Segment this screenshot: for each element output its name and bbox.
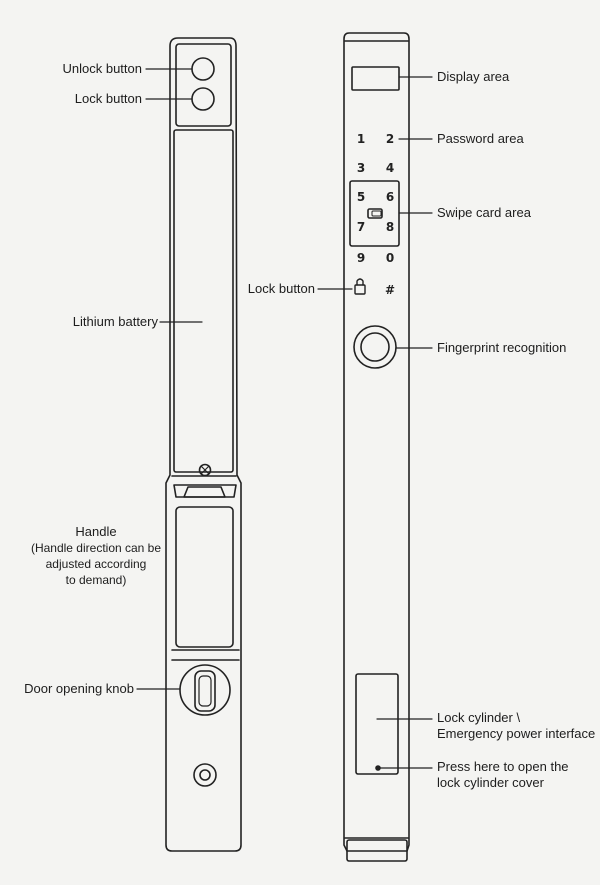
label-lock-cylinder-1: Lock cylinder \ bbox=[437, 710, 521, 725]
label-unlock-button: Unlock button bbox=[62, 61, 143, 76]
label-door-opening-knob: Door opening knob bbox=[24, 681, 134, 696]
inner-panel-outline bbox=[165, 37, 242, 852]
lock-button-circle bbox=[191, 87, 215, 111]
key-4: 4 bbox=[385, 161, 395, 175]
lock-icon-shackle bbox=[356, 278, 364, 286]
key-5: 5 bbox=[356, 190, 366, 204]
knob-grip-inner bbox=[198, 675, 212, 707]
lock-icon-body bbox=[354, 284, 366, 295]
key-6: 6 bbox=[385, 190, 395, 204]
label-handle-title: Handle bbox=[75, 524, 117, 539]
button-plate bbox=[175, 43, 232, 127]
label-lock-button-left: Lock button bbox=[74, 91, 142, 106]
label-press-here: Press here to open the lock cylinder cov… bbox=[437, 759, 569, 791]
handle-connector bbox=[171, 649, 240, 661]
display-window bbox=[351, 66, 400, 91]
fingerprint-ring bbox=[353, 325, 397, 369]
knob-grip bbox=[194, 670, 216, 712]
handle-neck-inner bbox=[183, 486, 226, 498]
outer-panel-inner-edge bbox=[344, 40, 409, 839]
label-press-here-1: Press here to open the bbox=[437, 759, 569, 774]
outer-panel-outline bbox=[343, 32, 410, 852]
label-handle: Handle (Handle direction can be adjusted… bbox=[12, 524, 180, 588]
card-reader-icon bbox=[367, 208, 383, 219]
key-2: 2 bbox=[385, 132, 395, 146]
outer-panel bbox=[343, 32, 410, 862]
label-display-area: Display area bbox=[437, 69, 510, 84]
key-3: 3 bbox=[356, 161, 366, 175]
keyhole-outer bbox=[193, 763, 217, 787]
key-7: 7 bbox=[356, 220, 366, 234]
label-lock-cylinder-2: Emergency power interface bbox=[437, 726, 596, 741]
label-lithium-battery: Lithium battery bbox=[72, 314, 158, 329]
outer-panel-base bbox=[346, 839, 408, 862]
label-handle-note-1: (Handle direction can be bbox=[30, 541, 162, 555]
label-password-area: Password area bbox=[437, 131, 524, 146]
key-0: 0 bbox=[385, 251, 395, 265]
card-reader-icon-inner bbox=[371, 210, 382, 217]
battery-screw-slot bbox=[200, 465, 210, 475]
label-lock-cylinder: Lock cylinder \ Emergency power interfac… bbox=[437, 710, 595, 742]
battery-compartment bbox=[173, 129, 234, 473]
label-handle-note-2: adjusted according bbox=[45, 557, 147, 571]
cylinder-cover bbox=[355, 673, 399, 775]
unlock-button-circle bbox=[191, 57, 215, 81]
label-lock-button-right: Lock button bbox=[247, 281, 315, 296]
label-handle-note-3: to demand) bbox=[65, 573, 127, 587]
label-press-here-2: lock cylinder cover bbox=[437, 775, 544, 790]
key-1: 1 bbox=[356, 132, 366, 146]
fingerprint-sensor bbox=[360, 332, 390, 362]
keyhole-inner bbox=[199, 769, 211, 781]
label-swipe-card-area: Swipe card area bbox=[437, 205, 531, 220]
key-hash: # bbox=[384, 283, 396, 297]
label-fingerprint-recognition: Fingerprint recognition bbox=[437, 340, 567, 355]
knob-ring bbox=[179, 664, 231, 716]
key-9: 9 bbox=[356, 251, 366, 265]
inner-panel bbox=[165, 37, 242, 852]
handle-body bbox=[175, 506, 234, 648]
key-8: 8 bbox=[385, 220, 395, 234]
leader-lines bbox=[136, 68, 433, 769]
